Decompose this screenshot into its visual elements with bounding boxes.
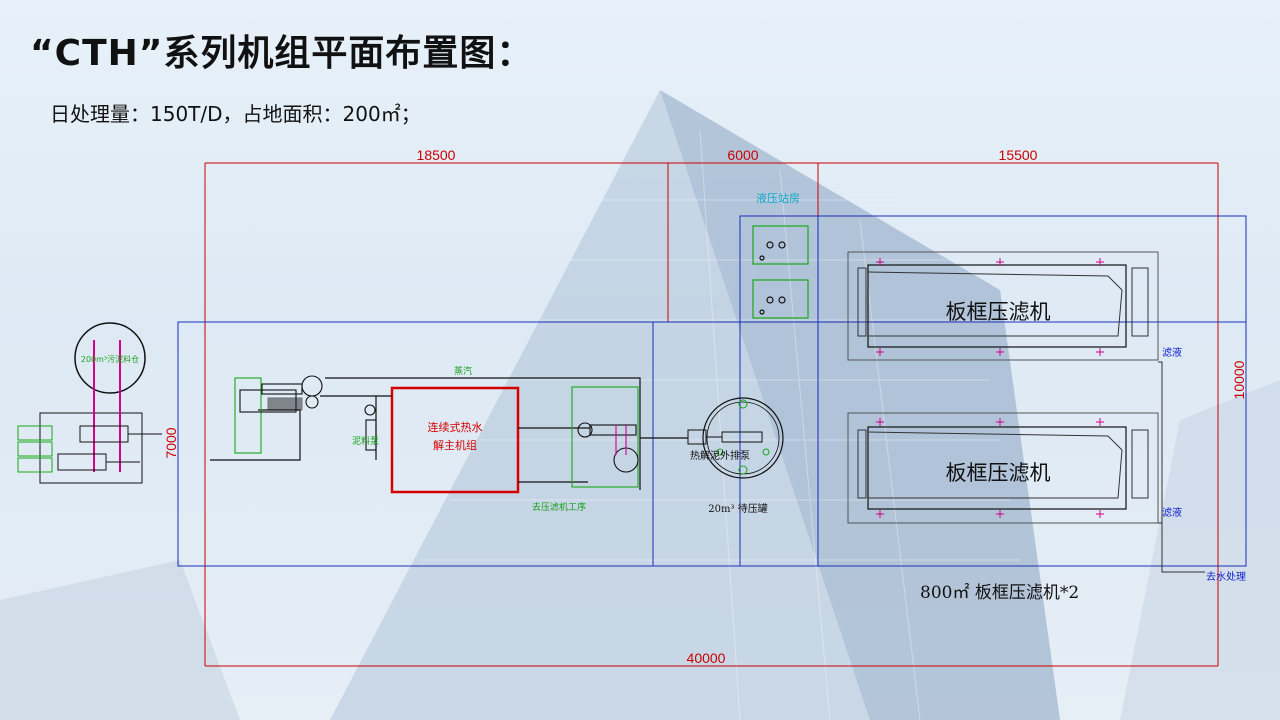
dimension-bottom-total: 40000 — [687, 650, 726, 666]
feed-pump-group — [234, 375, 377, 454]
filter-press-2-label: 板框压滤机 — [946, 461, 1051, 485]
to-filter-press-label: 去压滤机工序 — [532, 501, 586, 513]
discharge-pump-label: 热解泥外排泵 — [690, 449, 750, 462]
floor-area-value: 200㎡； — [342, 102, 421, 126]
daily-capacity-label: 日处理量： — [50, 102, 150, 126]
filtrate-label-2: 滤液 — [1162, 506, 1182, 519]
holding-tank-label: 20m³ 待压罐 — [708, 502, 767, 515]
capacity-summary: 日处理量：150T/D，占地面积：200㎡； — [50, 98, 421, 127]
dimension-left-height: 7000 — [163, 427, 179, 458]
filter-press-1-label: 板框压滤机 — [946, 300, 1051, 324]
filter-press-2: 板框压滤机 — [847, 412, 1159, 524]
sludge-silo: 200m³污泥料仓 — [17, 322, 162, 484]
dimension-top-1: 18500 — [417, 147, 456, 163]
filter-press-caption: 800㎡ 板框压滤机*2 — [920, 583, 1079, 603]
floor-area-label: 占地面积： — [242, 102, 343, 126]
filtrate-pipe — [1158, 361, 1205, 573]
building-outline — [177, 215, 1247, 567]
dimension-lines — [177, 162, 1247, 667]
daily-capacity-value: 150T/D， — [150, 102, 243, 126]
dimension-right-height: 10000 — [1231, 360, 1247, 399]
main-unit-label-line1: 连续式热水 — [428, 420, 483, 434]
feed-pump-label: 泥料泵 — [352, 435, 379, 447]
hydraulic-station-label: 液压站房 — [756, 191, 800, 205]
page-title: “CTH”系列机组平面布置图： — [30, 33, 534, 74]
holding-tank: 20m³ 待压罐 热解泥外排泵 — [687, 397, 784, 515]
main-unit: 连续式热水 解主机组 — [390, 386, 520, 494]
filter-press-1: 板框压滤机 — [847, 251, 1159, 361]
steam-label: 蒸汽 — [454, 365, 472, 377]
dimension-top-3: 15500 — [999, 147, 1038, 163]
filtrate-label-1: 滤液 — [1162, 346, 1182, 359]
main-unit-label-line2: 解主机组 — [433, 438, 477, 452]
to-water-treatment-label: 去水处理 — [1206, 571, 1246, 583]
heat-exchanger-group — [571, 386, 639, 488]
sludge-silo-label: 200m³污泥料仓 — [81, 354, 139, 364]
dimension-top-2: 6000 — [727, 147, 758, 163]
hydraulic-station-units — [752, 225, 809, 319]
